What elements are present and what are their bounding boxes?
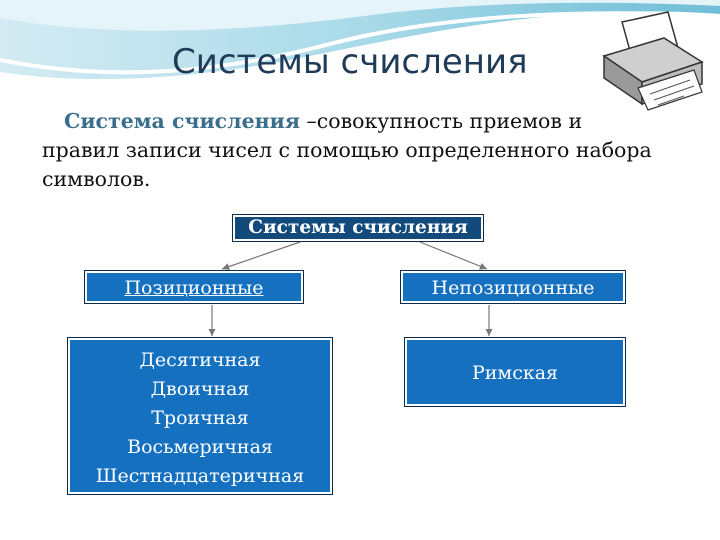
non-positional-examples-box: Римская bbox=[404, 337, 626, 407]
definition-term: Система счисления bbox=[64, 109, 301, 133]
list-item: Римская bbox=[471, 362, 559, 384]
list-item: Троичная bbox=[151, 407, 249, 429]
non-positional-node: Непозиционные bbox=[400, 270, 626, 304]
list-item: Двоичная bbox=[150, 378, 250, 400]
definition-text: –совокупность приемов и правил записи чи… bbox=[42, 109, 652, 191]
header-wave-decoration bbox=[0, 0, 720, 80]
list-item: Шестнадцатеричная bbox=[95, 465, 305, 487]
positional-node: Позиционные bbox=[84, 270, 304, 304]
printer-icon bbox=[602, 11, 704, 111]
list-item: Десятичная bbox=[139, 349, 261, 371]
connector-root-to-positional bbox=[221, 241, 301, 271]
definition-paragraph: Система счисления –совокупность приемов … bbox=[42, 107, 652, 194]
connector-root-to-nonpositional bbox=[419, 241, 488, 270]
root-node: Системы счисления bbox=[232, 214, 484, 242]
list-item: Восьмеричная bbox=[127, 436, 273, 458]
slide-title: Системы счисления bbox=[172, 42, 528, 82]
positional-examples-box: Десятичная Двоичная Троичная Восьмерична… bbox=[67, 337, 333, 495]
